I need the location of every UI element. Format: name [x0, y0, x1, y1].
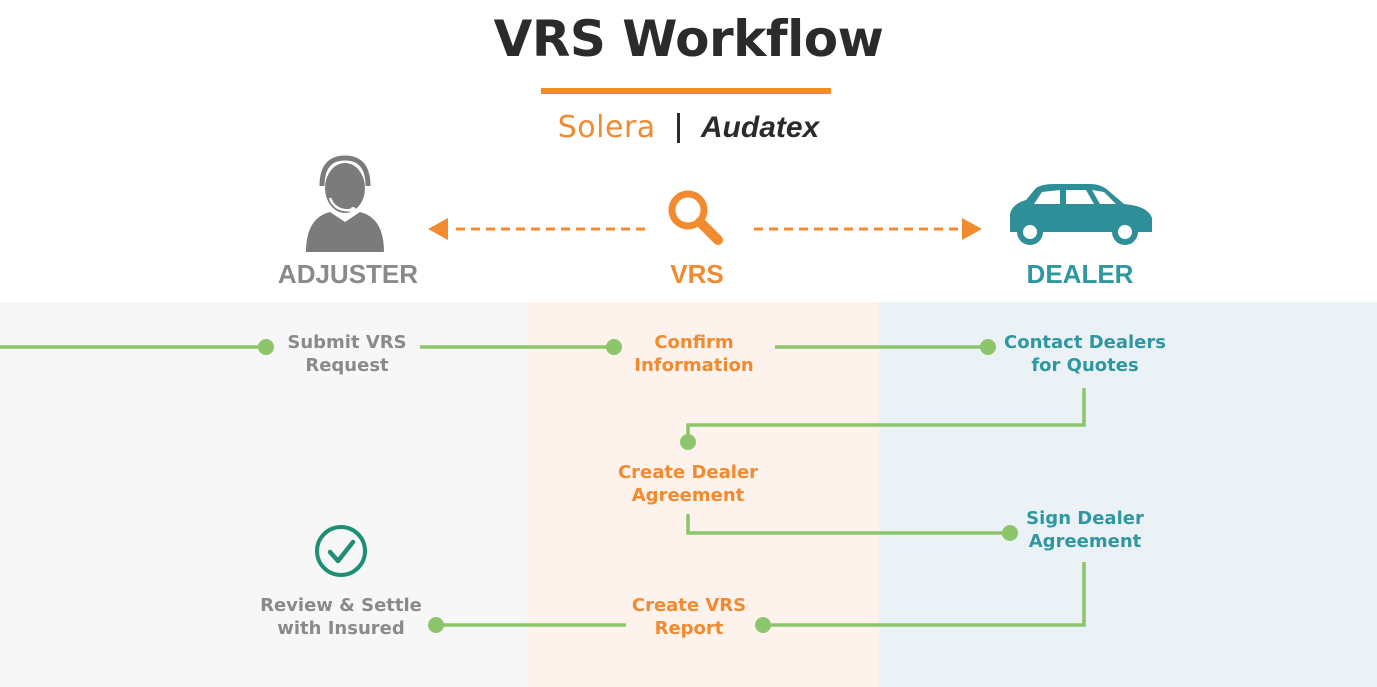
step-confirm-information: Confirm Information — [634, 332, 754, 376]
logo-divider — [676, 112, 680, 143]
lane-vrs — [527, 302, 879, 687]
logo-row: Solera Audatex — [0, 110, 1377, 145]
arrow-right — [754, 218, 982, 240]
step-contact-dealers: Contact Dealers for Quotes — [1004, 332, 1166, 376]
headset-person-icon — [306, 155, 384, 252]
step-sign-dealer-agreement: Sign Dealer Agreement — [1026, 508, 1144, 552]
connector-dots — [258, 339, 1018, 633]
solera-logo: Solera — [557, 110, 656, 145]
lane-dealer — [879, 302, 1377, 687]
step-create-dealer-agreement: Create Dealer Agreement — [617, 462, 759, 506]
audatex-logo: Audatex — [700, 110, 820, 144]
role-adjuster: ADJUSTER — [277, 259, 419, 289]
step-review-settle: Review & Settle with Insured — [260, 595, 422, 639]
arrow-left — [428, 218, 645, 240]
role-dealer: DEALER — [1026, 259, 1134, 289]
title-underline — [541, 88, 831, 94]
magnifier-icon — [668, 190, 723, 245]
checkmark-circle-icon — [315, 525, 367, 577]
car-icon — [1010, 184, 1152, 245]
role-vrs: VRS — [670, 259, 724, 289]
step-create-vrs-report: Create VRS Report — [631, 595, 747, 639]
page-title: VRS Workflow — [493, 10, 884, 68]
step-submit-request: Submit VRS Request — [287, 332, 407, 376]
connectors — [0, 345, 1086, 627]
